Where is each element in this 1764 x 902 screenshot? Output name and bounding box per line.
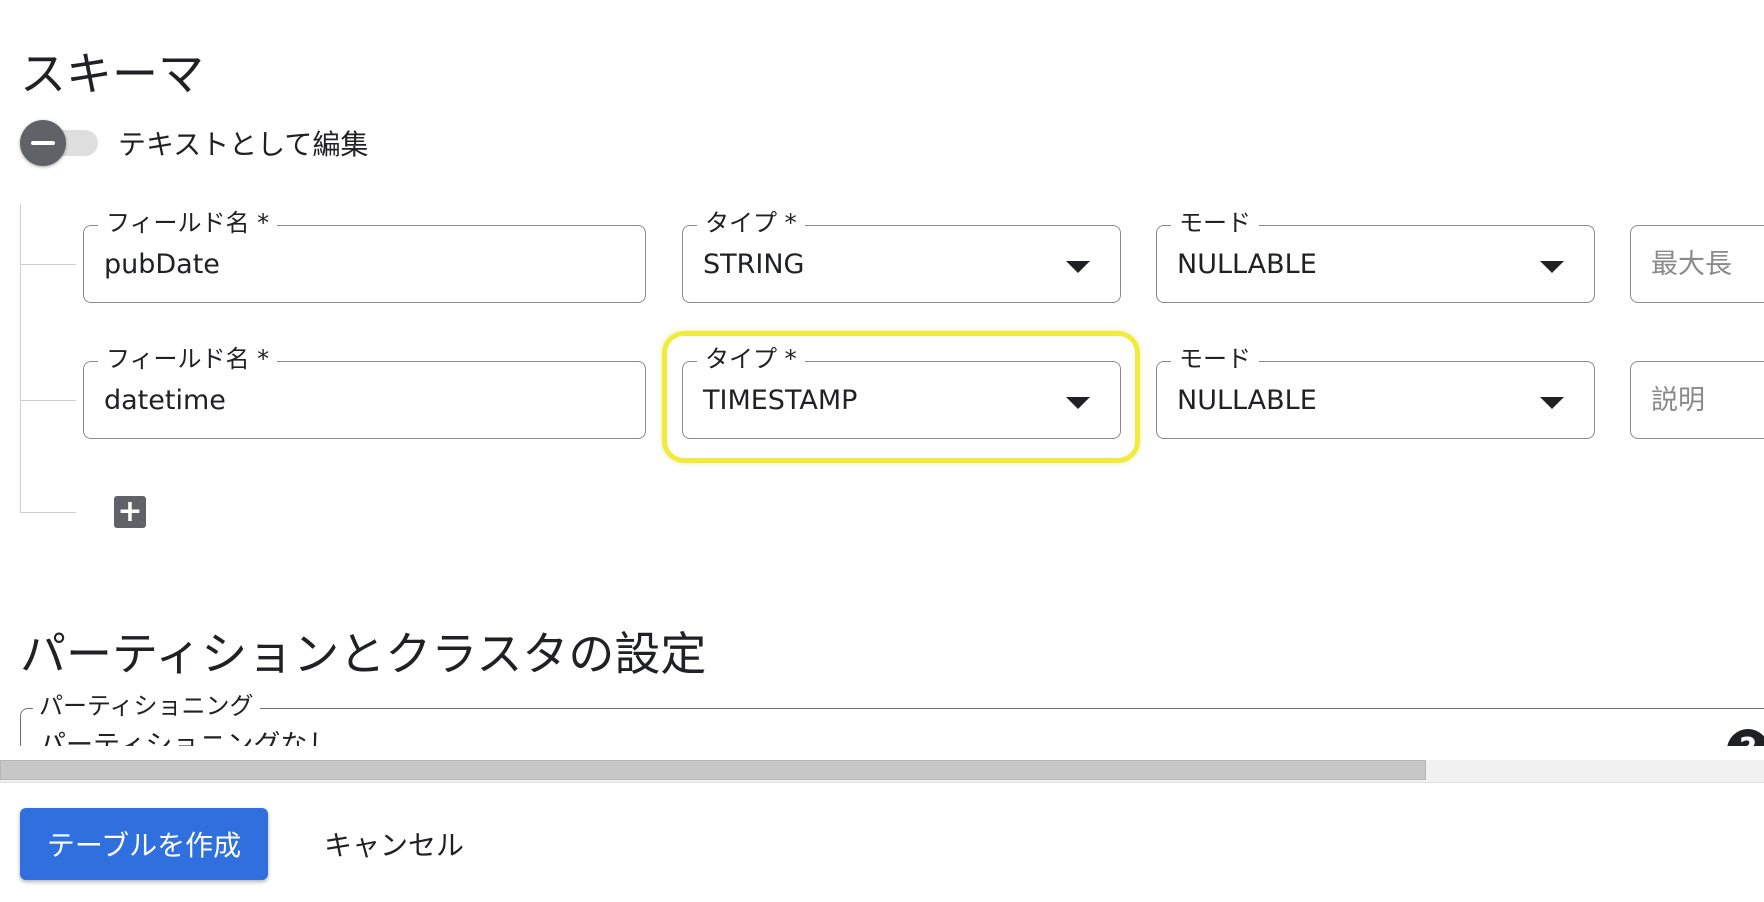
field-name-input[interactable]: フィールド名 * datetime	[83, 343, 646, 439]
type-label: タイプ *	[697, 207, 805, 239]
mode-select[interactable]: モード NULLABLE	[1156, 207, 1595, 303]
footer-divider	[0, 782, 1764, 783]
mode-select[interactable]: モード NULLABLE	[1156, 343, 1595, 439]
field-name-value: pubDate	[104, 249, 220, 280]
max-length-input[interactable]: 最大長	[1630, 225, 1764, 303]
add-field-button[interactable]: +	[114, 496, 146, 528]
mode-value: NULLABLE	[1177, 385, 1317, 416]
partitioning-select[interactable]: パーティショニング パーティショニングなし ?	[20, 690, 1764, 746]
field-name-label: フィールド名 *	[98, 343, 278, 375]
edit-as-text-label: テキストとして編集	[118, 128, 369, 161]
help-circle-icon[interactable]: ?	[1727, 729, 1764, 746]
field-name-input[interactable]: フィールド名 * pubDate	[83, 207, 646, 303]
schema-tree-branch	[20, 512, 76, 513]
description-input[interactable]: 説明	[1630, 361, 1764, 439]
create-table-button[interactable]: テーブルを作成	[20, 808, 268, 880]
schema-tree-branch	[20, 400, 76, 401]
partitioning-value: パーティショニングなし	[39, 730, 335, 746]
mode-value: NULLABLE	[1177, 249, 1317, 280]
mode-label: モード	[1171, 207, 1259, 239]
field-name-label: フィールド名 *	[98, 207, 278, 239]
max-length-placeholder: 最大長	[1651, 249, 1732, 280]
mode-label: モード	[1171, 343, 1259, 375]
cancel-button[interactable]: キャンセル	[324, 829, 465, 862]
minus-icon	[31, 141, 55, 145]
edit-as-text-toggle[interactable]	[20, 120, 98, 166]
dropdown-arrow-icon	[1066, 397, 1090, 409]
schema-tree-line	[20, 204, 21, 513]
type-value: TIMESTAMP	[703, 385, 858, 416]
type-label: タイプ *	[697, 343, 805, 375]
type-value: STRING	[703, 249, 805, 280]
schema-title: スキーマ	[20, 47, 204, 101]
type-select[interactable]: タイプ * STRING	[682, 207, 1121, 303]
field-name-value: datetime	[104, 385, 226, 416]
dropdown-arrow-icon	[1540, 261, 1564, 273]
toggle-knob	[20, 120, 66, 166]
partition-viewport: パーティショニング パーティショニングなし ?	[0, 690, 1764, 746]
type-select[interactable]: タイプ * TIMESTAMP	[682, 343, 1121, 439]
dropdown-arrow-icon	[1540, 397, 1564, 409]
partitioning-label: パーティショニング	[33, 690, 260, 722]
plus-box-icon: +	[117, 494, 143, 529]
type-select-highlight	[662, 331, 1140, 463]
partition-title: パーティションとクラスタの設定	[20, 627, 707, 681]
dropdown-arrow-icon	[1066, 261, 1090, 273]
horizontal-scrollbar-thumb[interactable]	[0, 760, 1426, 780]
description-placeholder: 説明	[1651, 385, 1705, 416]
edit-as-text-toggle-row[interactable]: テキストとして編集	[20, 120, 368, 166]
schema-tree-branch	[20, 264, 76, 265]
